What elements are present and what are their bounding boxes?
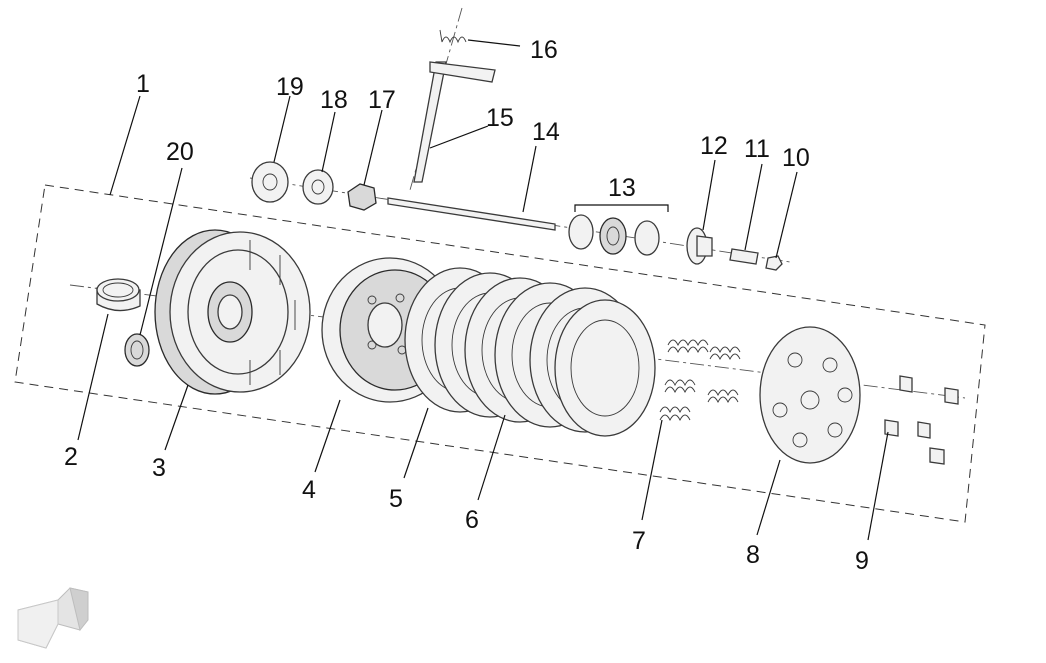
callout-20: 20: [166, 138, 194, 166]
callout-9: 9: [855, 547, 869, 575]
pin-part: [729, 248, 759, 265]
release-piece-part: [686, 227, 713, 265]
callout-2: 2: [64, 443, 78, 471]
bearing-set-part: [568, 214, 660, 256]
clutch-springs: [659, 339, 741, 422]
washer-19-part: [251, 161, 289, 203]
callout-4: 4: [302, 476, 316, 504]
bearing-set-bracket: [574, 204, 669, 212]
callout-18: 18: [320, 86, 348, 114]
bolts-part: [884, 375, 959, 465]
callout-16: 16: [530, 36, 558, 64]
leader-lines: [77, 39, 889, 541]
callout-7: 7: [632, 527, 646, 555]
callout-12: 12: [700, 132, 728, 160]
callout-11: 11: [744, 135, 770, 163]
callout-10: 10: [782, 144, 810, 172]
pressure-plate-part: [759, 326, 861, 464]
push-rod-part: [387, 197, 556, 231]
assembly-boundary: [14, 184, 986, 523]
callout-14: 14: [532, 118, 560, 146]
callout-labels: 1 2 3 4 5 6 7 8 9 10 11 12 13 14 15 16 1…: [64, 36, 869, 575]
clutch-plates-stack: [404, 267, 656, 437]
hub-nut-part: [347, 183, 377, 211]
bushing-part: [96, 278, 141, 312]
callout-5: 5: [389, 485, 403, 513]
washer-18-part: [302, 169, 334, 205]
release-shaft-part: [413, 61, 496, 183]
return-spring-part: [439, 29, 467, 44]
callout-15: 15: [486, 104, 514, 132]
callout-1: 1: [136, 70, 150, 98]
clutch-basket-part: [154, 229, 311, 395]
callout-19: 19: [276, 73, 304, 101]
callout-8: 8: [746, 541, 760, 569]
nut-part: [765, 255, 783, 271]
small-gear-part: [124, 333, 150, 367]
callout-6: 6: [465, 506, 479, 534]
callout-13: 13: [608, 174, 636, 202]
callout-3: 3: [152, 454, 166, 482]
front-arrow-icon: [17, 587, 89, 649]
callout-17: 17: [368, 86, 396, 114]
